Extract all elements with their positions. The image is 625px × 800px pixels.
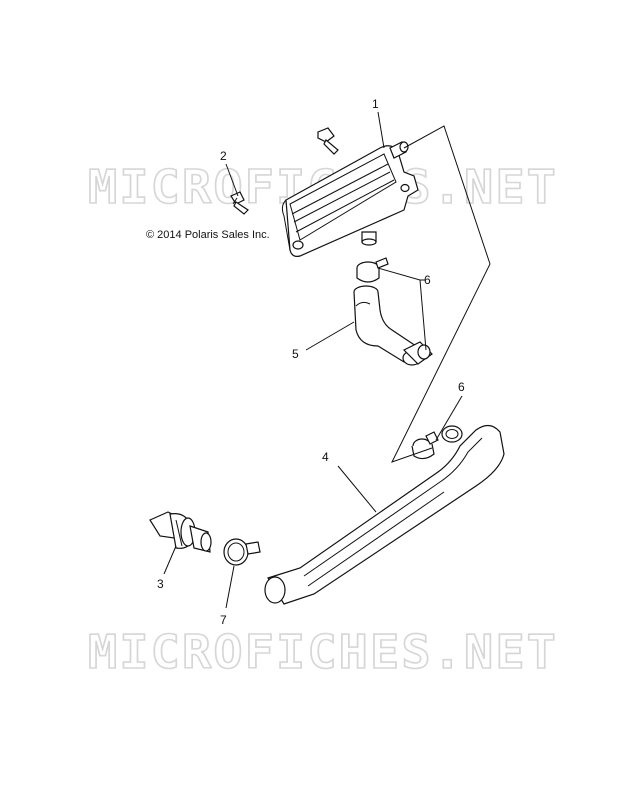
part-fitting [149,511,212,553]
callout-1: 1 [372,97,379,111]
callout-5: 5 [292,347,299,361]
svg-text:2: 2 [220,149,227,163]
part-clamp-7 [223,538,261,566]
leader-lines [163,111,491,609]
svg-text:MICROFICHES.NET: MICROFICHES.NET [88,625,558,679]
svg-text:6: 6 [424,273,431,287]
svg-text:3: 3 [157,577,164,591]
callout-6-lower: 6 [458,380,465,394]
svg-text:4: 4 [322,450,329,464]
part-vent-tank [281,141,419,257]
callout-3: 3 [157,577,164,591]
part-clamp-lower [411,431,439,460]
watermark-bottom: MICROFICHES.NET [87,624,558,680]
svg-text:1: 1 [372,97,379,111]
part-clamp-upper [356,257,389,283]
svg-text:7: 7 [220,613,227,627]
part-bolt-small [317,127,339,155]
callout-2: 2 [220,149,227,163]
part-clamp-hose-end [402,341,433,365]
callout-6-upper: 6 [424,273,431,287]
svg-text:5: 5 [292,347,299,361]
callout-7: 7 [220,613,227,627]
svg-text:6: 6 [458,380,465,394]
part-long-hose [264,424,505,605]
copyright-notice: © 2014 Polaris Sales Inc. [146,229,270,241]
callout-4: 4 [322,450,329,464]
